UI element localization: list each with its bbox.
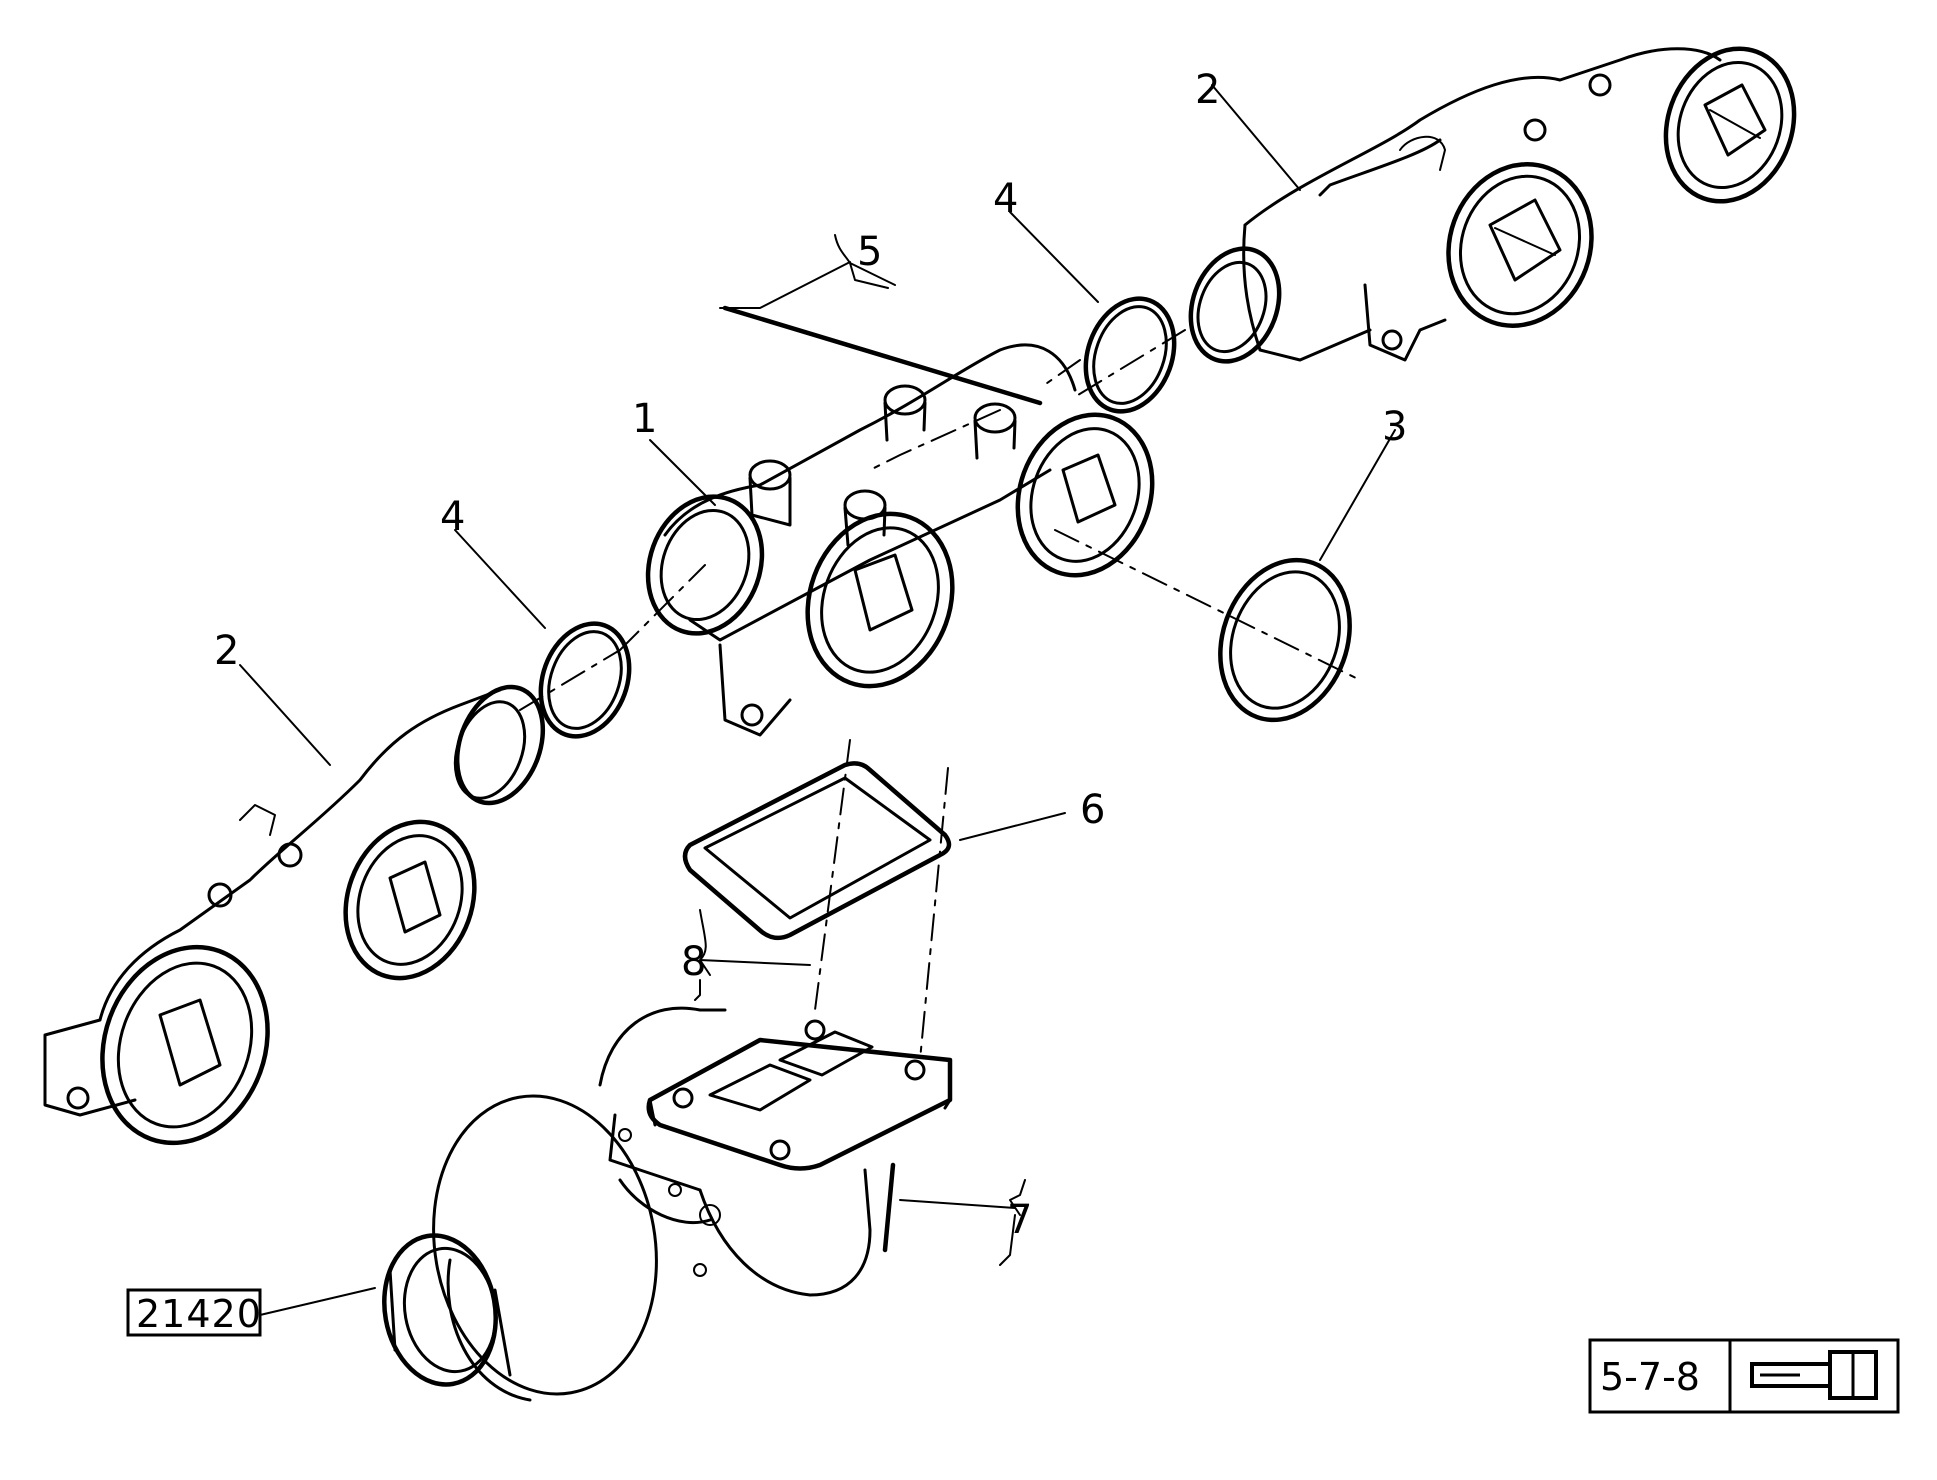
- callout-4-lower: 4: [440, 494, 465, 540]
- callout-6: 6: [1080, 787, 1105, 833]
- reference-box: 21420: [126, 1288, 262, 1337]
- callout-8: 8: [681, 939, 706, 985]
- callout-4-upper: 4: [993, 176, 1018, 222]
- callout-5: 5: [857, 229, 882, 275]
- legend-box: 5-7-8: [1588, 1338, 1900, 1414]
- callout-3: 3: [1382, 404, 1407, 450]
- turbo-gasket: [682, 761, 952, 941]
- flange-gasket: [1218, 557, 1352, 723]
- legend-code: 5-7-8: [1600, 1355, 1700, 1399]
- turbocharger: [382, 1006, 953, 1402]
- seal-ring-upper: [1083, 296, 1177, 414]
- seal-ring-lower: [538, 621, 632, 739]
- leader-lines: [239, 84, 1396, 1316]
- bolt-icon: [1750, 1350, 1878, 1400]
- reference-box-number: 21420: [136, 1292, 262, 1336]
- callout-2-upper: 2: [1195, 67, 1220, 113]
- seal-ring-upper-inner: [1092, 305, 1168, 405]
- callout-2-lower: 2: [214, 628, 239, 674]
- manifold-section-upper: [1188, 46, 1797, 364]
- seal-ring-lower-inner: [547, 630, 623, 730]
- manifold-center-part-1: [645, 343, 1155, 737]
- callout-7: 7: [1007, 1197, 1032, 1243]
- manifold-section-lower: [43, 684, 546, 1146]
- callout-1: 1: [632, 396, 657, 442]
- center-lines: [519, 329, 1361, 1061]
- flange-gasket-inner: [1229, 570, 1341, 710]
